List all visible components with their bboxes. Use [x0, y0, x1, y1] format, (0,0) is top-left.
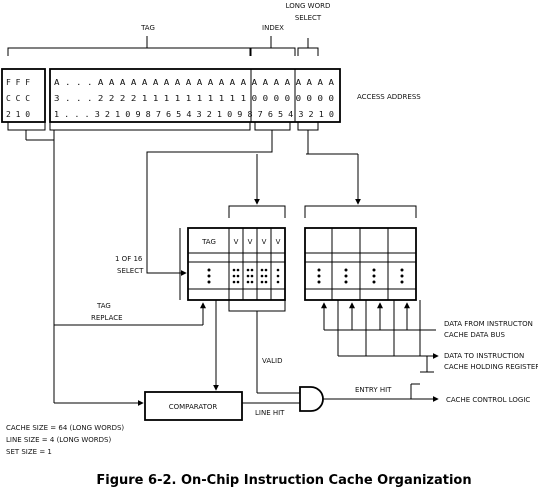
address-bits-row-1: A . . . A A A A A A A A A A A A A A A A … [54, 78, 334, 87]
data-from-bus-label-line1: DATA FROM INSTRUCTON [444, 320, 533, 328]
set-size-note: SET SIZE = 1 [6, 448, 52, 456]
and-gate [299, 386, 324, 412]
one-of-16-label-line1: 1 OF 16 [115, 255, 143, 263]
figure-caption: Figure 6-2. On-Chip Instruction Cache Or… [96, 473, 471, 488]
tag-replace-label-line1: TAG [96, 302, 111, 310]
cache-size-note: CACHE SIZE = 64 (LONG WORDS) [6, 424, 124, 432]
line-size-note: LINE SIZE = 4 (LONG WORDS) [6, 436, 111, 444]
address-bits-row-2: 3 . . . 2 2 2 2 1 1 1 1 1 1 1 1 1 1 0 0 … [54, 94, 334, 103]
tag-replace-label-line2: REPLACE [91, 314, 123, 322]
access-address-register [49, 68, 341, 123]
valid-bit-header-1: V [234, 238, 239, 246]
tag-column-header: TAG [201, 238, 216, 246]
fc-row-2: C C C [6, 94, 30, 103]
tag-array-ellipsis [207, 268, 280, 284]
entry-hit-label: ENTRY HIT [355, 386, 392, 394]
tag-valid-array [187, 227, 286, 301]
data-array-ellipsis [317, 268, 404, 284]
line-hit-label: LINE HIT [255, 409, 285, 417]
fc-row-1: F F F [6, 78, 30, 87]
long-word-select-label-line2: SELECT [295, 14, 322, 22]
tag-field-label: TAG [140, 24, 155, 32]
function-code-box [1, 68, 46, 123]
data-to-register-label-line1: DATA TO INSTRUCTION [444, 352, 524, 360]
valid-bit-header-3: V [262, 238, 267, 246]
address-bits-row-3: 1 . . . 3 2 1 0 9 8 7 6 5 4 3 2 1 0 9 8 … [54, 110, 334, 119]
valid-bit-header-2: V [248, 238, 253, 246]
valid-bit-header-4: V [276, 238, 281, 246]
comparator-block [144, 391, 243, 421]
index-field-label: INDEX [262, 24, 284, 32]
cache-control-logic-label: CACHE CONTROL LOGIC [446, 396, 530, 404]
data-to-register-label-line2: CACHE HOLDING REGISTER [444, 363, 538, 371]
long-word-select-label-line1: LONG WORD [286, 2, 331, 10]
data-from-bus-label-line2: CACHE DATA BUS [444, 331, 506, 339]
data-bus [321, 300, 439, 373]
field-brackets [7, 36, 319, 56]
access-address-label: ACCESS ADDRESS [357, 93, 421, 101]
one-of-16-label-line2: SELECT [117, 267, 144, 275]
fc-row-3: 2 1 0 [6, 110, 30, 119]
comparator-label: COMPARATOR [169, 403, 218, 411]
valid-label: VALID [262, 357, 282, 365]
